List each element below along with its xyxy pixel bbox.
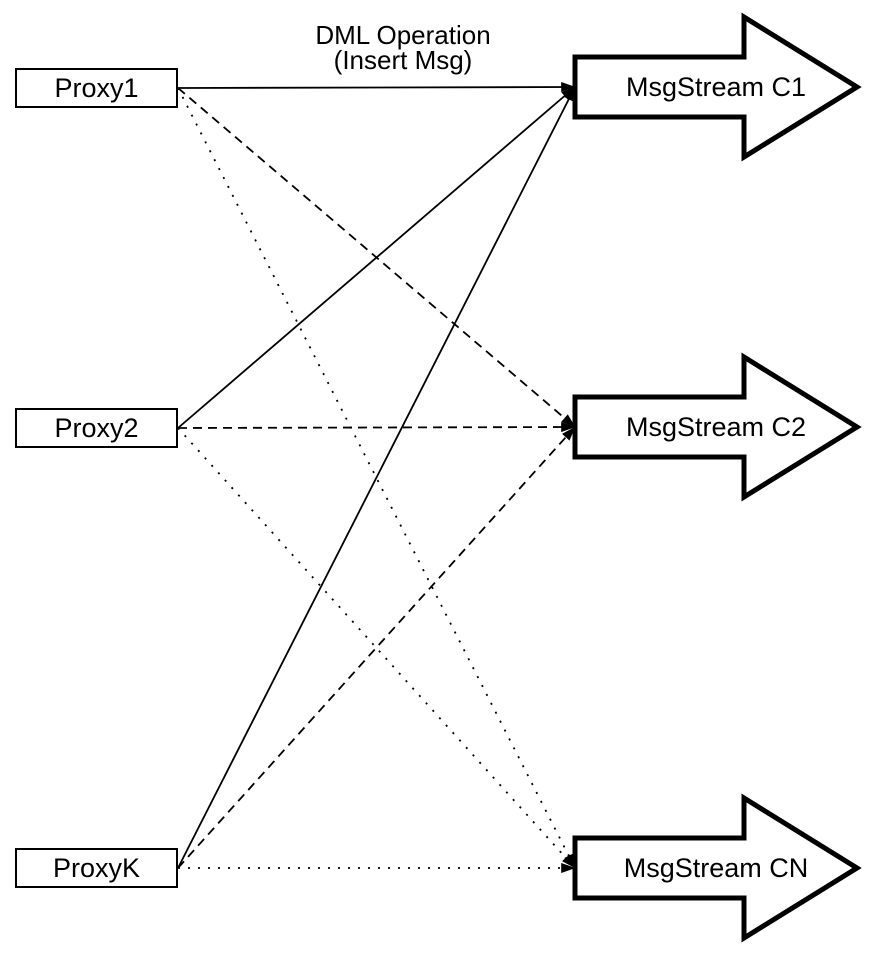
proxy-label-proxy1: Proxy1 xyxy=(54,72,139,103)
proxy-label-proxy2: Proxy2 xyxy=(54,412,139,443)
connection-proxy2-c2-dashed xyxy=(177,421,576,433)
dml-operation-label-line1: DML Operation xyxy=(315,20,491,50)
dml-operation-label: DML Operation (Insert Msg) xyxy=(253,20,553,75)
msgstream-arrows-layer xyxy=(572,12,862,943)
proxy-box-proxy2: Proxy2 xyxy=(15,408,178,448)
msgstream-arrow-cn xyxy=(572,793,862,943)
msgstream-label-c2: MsgStream C2 xyxy=(625,412,807,442)
proxy-box-proxy1: Proxy1 xyxy=(15,68,178,108)
connection-proxy2-c1-solid xyxy=(177,86,576,429)
msgstream-label-c1: MsgStream C1 xyxy=(625,72,807,102)
connection-proxyk-c2-dashed xyxy=(177,426,576,869)
proxy-box-proxyk: ProxyK xyxy=(15,848,178,888)
connections-layer xyxy=(177,81,576,874)
dml-operation-label-line2: (Insert Msg) xyxy=(333,45,473,75)
msgstream-label-cn: MsgStream CN xyxy=(623,853,809,883)
msgstream-arrow-c2 xyxy=(572,352,862,502)
proxy-label-proxyk: ProxyK xyxy=(52,852,141,883)
connection-proxy1-c1-solid xyxy=(177,81,576,93)
connection-proxyk-c1-solid xyxy=(177,86,576,869)
msgstream-arrow-c1 xyxy=(572,12,862,162)
